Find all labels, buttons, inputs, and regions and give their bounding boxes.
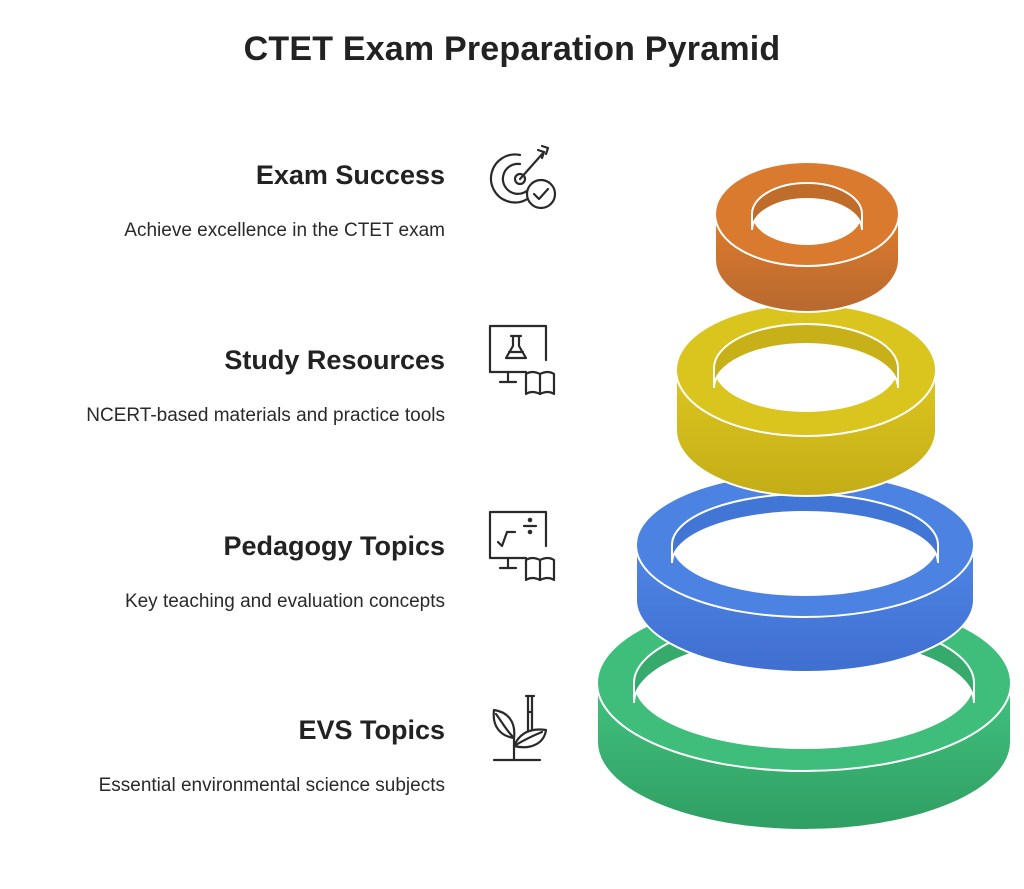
target-check-icon [480, 138, 560, 218]
level-evs-topics: EVS Topics Essential environmental scien… [0, 713, 445, 798]
level-title: Study Resources [224, 345, 445, 375]
plant-test-tube-icon [480, 690, 560, 770]
level-title: EVS Topics [298, 715, 445, 745]
monitor-flask-book-icon [480, 318, 560, 398]
page-title: CTET Exam Preparation Pyramid [243, 30, 781, 68]
ring-exam-success [714, 161, 900, 313]
level-title: Exam Success [255, 160, 445, 190]
level-exam-success: Exam Success Achieve excellence in the C… [0, 158, 445, 243]
level-study-resources: Study Resources NCERT-based materials an… [0, 343, 445, 428]
level-title: Pedagogy Topics [223, 531, 445, 561]
level-pedagogy-topics: Pedagogy Topics Key teaching and evaluat… [0, 529, 445, 614]
level-description: Achieve excellence in the CTET exam [124, 220, 445, 241]
level-description: NCERT-based materials and practice tools [86, 405, 445, 426]
level-description: Essential environmental science subjects [98, 775, 445, 796]
ring-study-resources [675, 303, 937, 497]
monitor-math-book-icon [480, 504, 560, 584]
ring-pedagogy-topics [635, 472, 975, 673]
level-description: Key teaching and evaluation concepts [124, 591, 445, 612]
